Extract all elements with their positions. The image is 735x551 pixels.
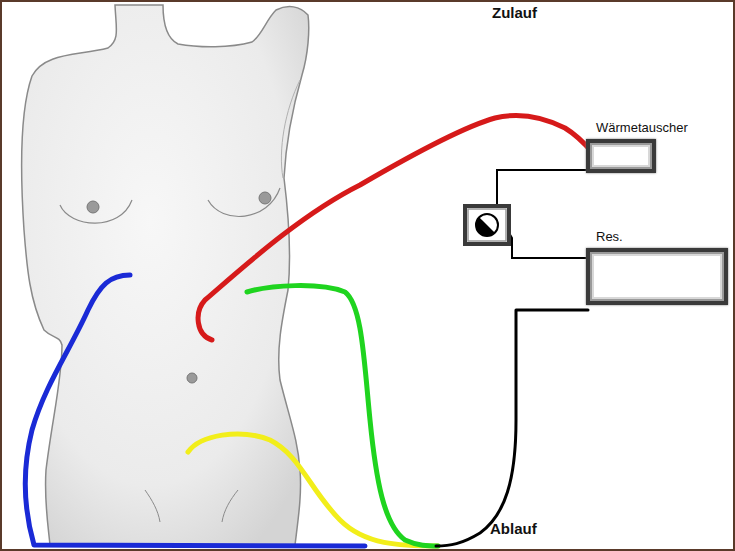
flow-label: Zulauf [492,4,537,22]
pump-box [465,206,509,244]
green-tube [247,286,438,546]
navel [187,373,197,383]
equipment-box: Wärmetauscher [586,120,688,173]
nipple [259,192,271,204]
pump-box-inner [468,209,506,241]
drain-line [436,310,588,546]
breast-right [208,188,280,216]
shoulder-line [281,80,300,178]
box-outline [586,248,728,305]
blue-tube [25,275,365,546]
nipple [87,201,99,213]
pump-rotor [476,214,498,236]
box-outline [586,139,656,173]
groin-line [222,490,238,522]
yellow-tube [188,434,438,546]
breast-left [60,200,132,223]
pump-rotor-half [476,217,495,236]
equipment-box: Res. [586,229,728,305]
red-tube [198,116,592,340]
torso-outline [22,5,309,545]
box-label: Res. [586,229,728,245]
box-label: Wärmetauscher [586,120,688,136]
flow-label: Ablauf [490,520,537,538]
groin-line [145,490,160,522]
